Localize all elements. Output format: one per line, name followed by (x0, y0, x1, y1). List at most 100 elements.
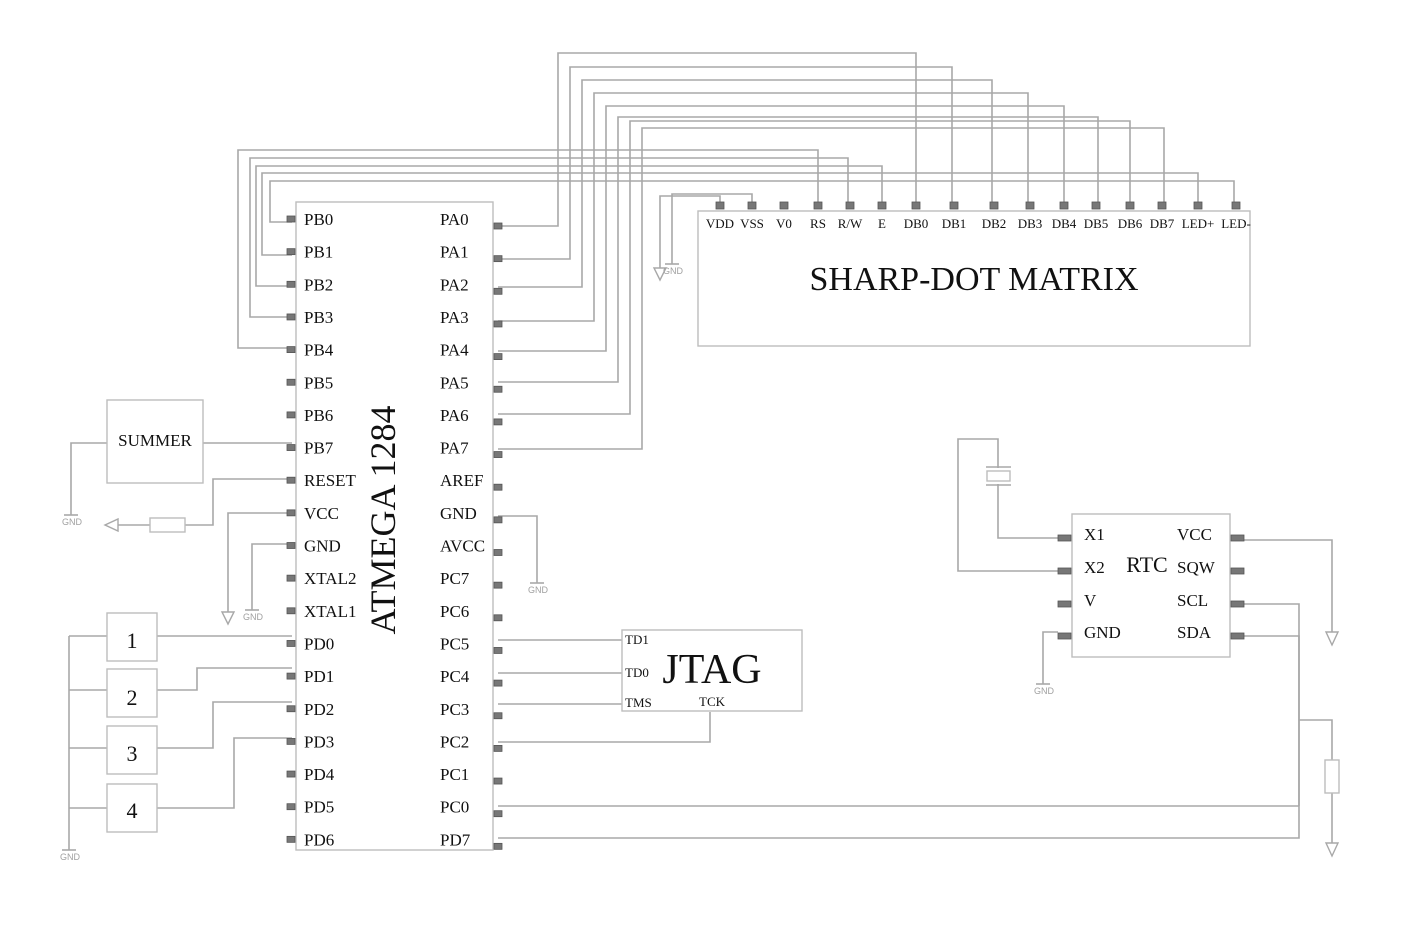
mcu-pin-label-pb2: PB2 (304, 275, 333, 294)
mcu-left-pin-pb3 (286, 313, 296, 321)
mcu-left-pin-pd4 (286, 770, 296, 778)
lcd-pin-r-w (845, 201, 855, 210)
jtag-pin-td0: TD0 (625, 665, 649, 680)
mcu-right-pin-pc0-18 (493, 810, 503, 818)
rtc-pin-label-scl-r: SCL (1177, 591, 1208, 610)
button-4-label: 4 (127, 798, 138, 823)
microcontroller: ATMEGA 1284 PB0PB1PB2PB3PB4PB5PB6PB7RESE… (286, 201, 503, 851)
mcu-right-pin-pa0-0 (493, 222, 503, 230)
button-4-body (106, 783, 158, 833)
lcd-pin-led (1193, 201, 1203, 210)
wire-pa7-db7 (498, 127, 1165, 450)
lcd-pin-label-db7: DB7 (1150, 216, 1175, 231)
mcu-right-pin-avcc-10 (493, 549, 503, 556)
mcu-pin-label-pa4-4: PA4 (440, 341, 469, 360)
lcd-pin-label-led: LED+ (1182, 216, 1215, 231)
ground-label-lcd: GND (663, 266, 684, 276)
mcu-right-pin-pa5-5 (493, 385, 503, 393)
mcu-pin-label-reset: RESET (304, 471, 357, 490)
mcu-right-pin-pd7-19 (493, 842, 503, 850)
lcd-pin-label-db4: DB4 (1052, 216, 1077, 231)
mcu-pin-label-pd2: PD2 (304, 700, 334, 719)
supply-arrow-rtc-vcc (1324, 631, 1340, 647)
pullup-resistor (1324, 759, 1340, 794)
lcd-pin-label-db0: DB0 (904, 216, 929, 231)
mcu-pin-label-pa3-3: PA3 (440, 308, 469, 327)
wire-pa6-db6 (498, 120, 1131, 415)
wire-btn2-pd1 (157, 667, 292, 691)
rtc-pin-label-sda-r: SDA (1177, 623, 1212, 642)
rtc-right-pin-sqw (1230, 567, 1245, 575)
mcu-right-pin-aref-8 (493, 483, 503, 491)
lcd-pin-label-led: LED- (1221, 216, 1251, 231)
mcu-right-pin-pc6-12 (493, 614, 503, 622)
mcu-right-pin-pc2-16 (493, 745, 503, 752)
wire-pullup (1299, 719, 1333, 760)
lcd-pin-label-vdd: VDD (706, 216, 734, 231)
button-2-label: 2 (127, 685, 138, 710)
mcu-right-pin-gnd-9 (493, 516, 503, 524)
buttons: 1 2 3 4 (106, 612, 158, 833)
mcu-pin-label-pb0: PB0 (304, 210, 333, 229)
wire-pb1-led-plus (261, 172, 1199, 256)
rtc-pin-label-sqw-r: SQW (1177, 558, 1216, 577)
rtc-right-pin-scl (1230, 600, 1245, 608)
wire-pc2-tck (498, 712, 711, 743)
mcu-pin-label-pb3: PB3 (304, 308, 333, 327)
mcu-pin-label-gnd-9: GND (440, 504, 477, 523)
rtc-pin-label-x2: X2 (1084, 558, 1105, 577)
mcu-left-pin-vcc (286, 509, 296, 517)
lcd-pin-vdd (715, 201, 725, 210)
mcu-title: ATMEGA 1284 (363, 405, 403, 634)
mcu-pin-label-pb7: PB7 (304, 439, 334, 458)
mcu-left-pin-pd2 (286, 705, 296, 713)
summer-component: SUMMER (106, 399, 204, 484)
lcd-pin-label-db5: DB5 (1084, 216, 1109, 231)
mcu-left-pin-pb0 (286, 215, 296, 223)
jtag-body (621, 629, 803, 712)
mcu-pin-label-pa6-6: PA6 (440, 406, 469, 425)
mcu-pin-label-pd7-19: PD7 (440, 830, 471, 849)
wire-pa5-db5 (498, 116, 1099, 383)
mcu-pin-label-pc1-17: PC1 (440, 765, 469, 784)
wire-pb3-rw (249, 157, 849, 318)
lcd-pin-rs (813, 201, 823, 210)
mcu-right-pins: PA0PA1PA2PA3PA4PA5PA6PA7AREFGNDAVCCPC7PC… (440, 210, 503, 850)
lcd-title: SHARP-DOT MATRIX (809, 261, 1138, 298)
mcu-pin-label-pb4: PB4 (304, 341, 334, 360)
mcu-left-pin-pd0 (286, 640, 296, 647)
wire-pa0-db0 (498, 52, 917, 227)
lcd-pin-label-rs: RS (810, 216, 826, 231)
button-1-body (106, 612, 158, 662)
mcu-pin-label-xtal2: XTAL2 (304, 569, 356, 588)
jtag-pin-tms: TMS (625, 695, 652, 710)
lcd-pin-label-r-w: R/W (838, 216, 863, 231)
mcu-left-pin-xtal2 (286, 574, 296, 582)
lcd-pin-label-db3: DB3 (1018, 216, 1043, 231)
mcu-pin-label-aref-8: AREF (440, 471, 483, 490)
mcu-left-pin-pd3 (286, 738, 296, 745)
button-1-label: 1 (127, 628, 138, 653)
mcu-pin-label-pc3-15: PC3 (440, 700, 469, 719)
wire-pa1-db1 (498, 66, 953, 260)
lcd-pin-db6 (1125, 201, 1135, 210)
wire-rtc-gnd (1042, 631, 1058, 684)
mcu-left-pin-pb7 (286, 444, 296, 451)
rtc-left-pin-gnd (1057, 632, 1072, 640)
mcu-left-pin-xtal1 (286, 607, 296, 615)
wire-btn4-pd3 (157, 737, 292, 809)
wire-vss-gnd (671, 193, 753, 264)
rtc-left-pin-v (1057, 600, 1072, 608)
mcu-left-pin-gnd (286, 542, 296, 549)
mcu-pin-label-pc6-12: PC6 (440, 602, 469, 621)
rtc-right-pin-vcc (1230, 534, 1245, 542)
lcd-pin-v0 (779, 201, 789, 210)
mcu-pin-label-pb1: PB1 (304, 243, 333, 262)
supply-arrow-reset (103, 517, 119, 533)
wires (68, 52, 1333, 850)
lcd-pin-db0 (911, 201, 921, 210)
ground-label-mcu-right: GND (528, 585, 549, 595)
lcd-pin-label-db2: DB2 (982, 216, 1007, 231)
